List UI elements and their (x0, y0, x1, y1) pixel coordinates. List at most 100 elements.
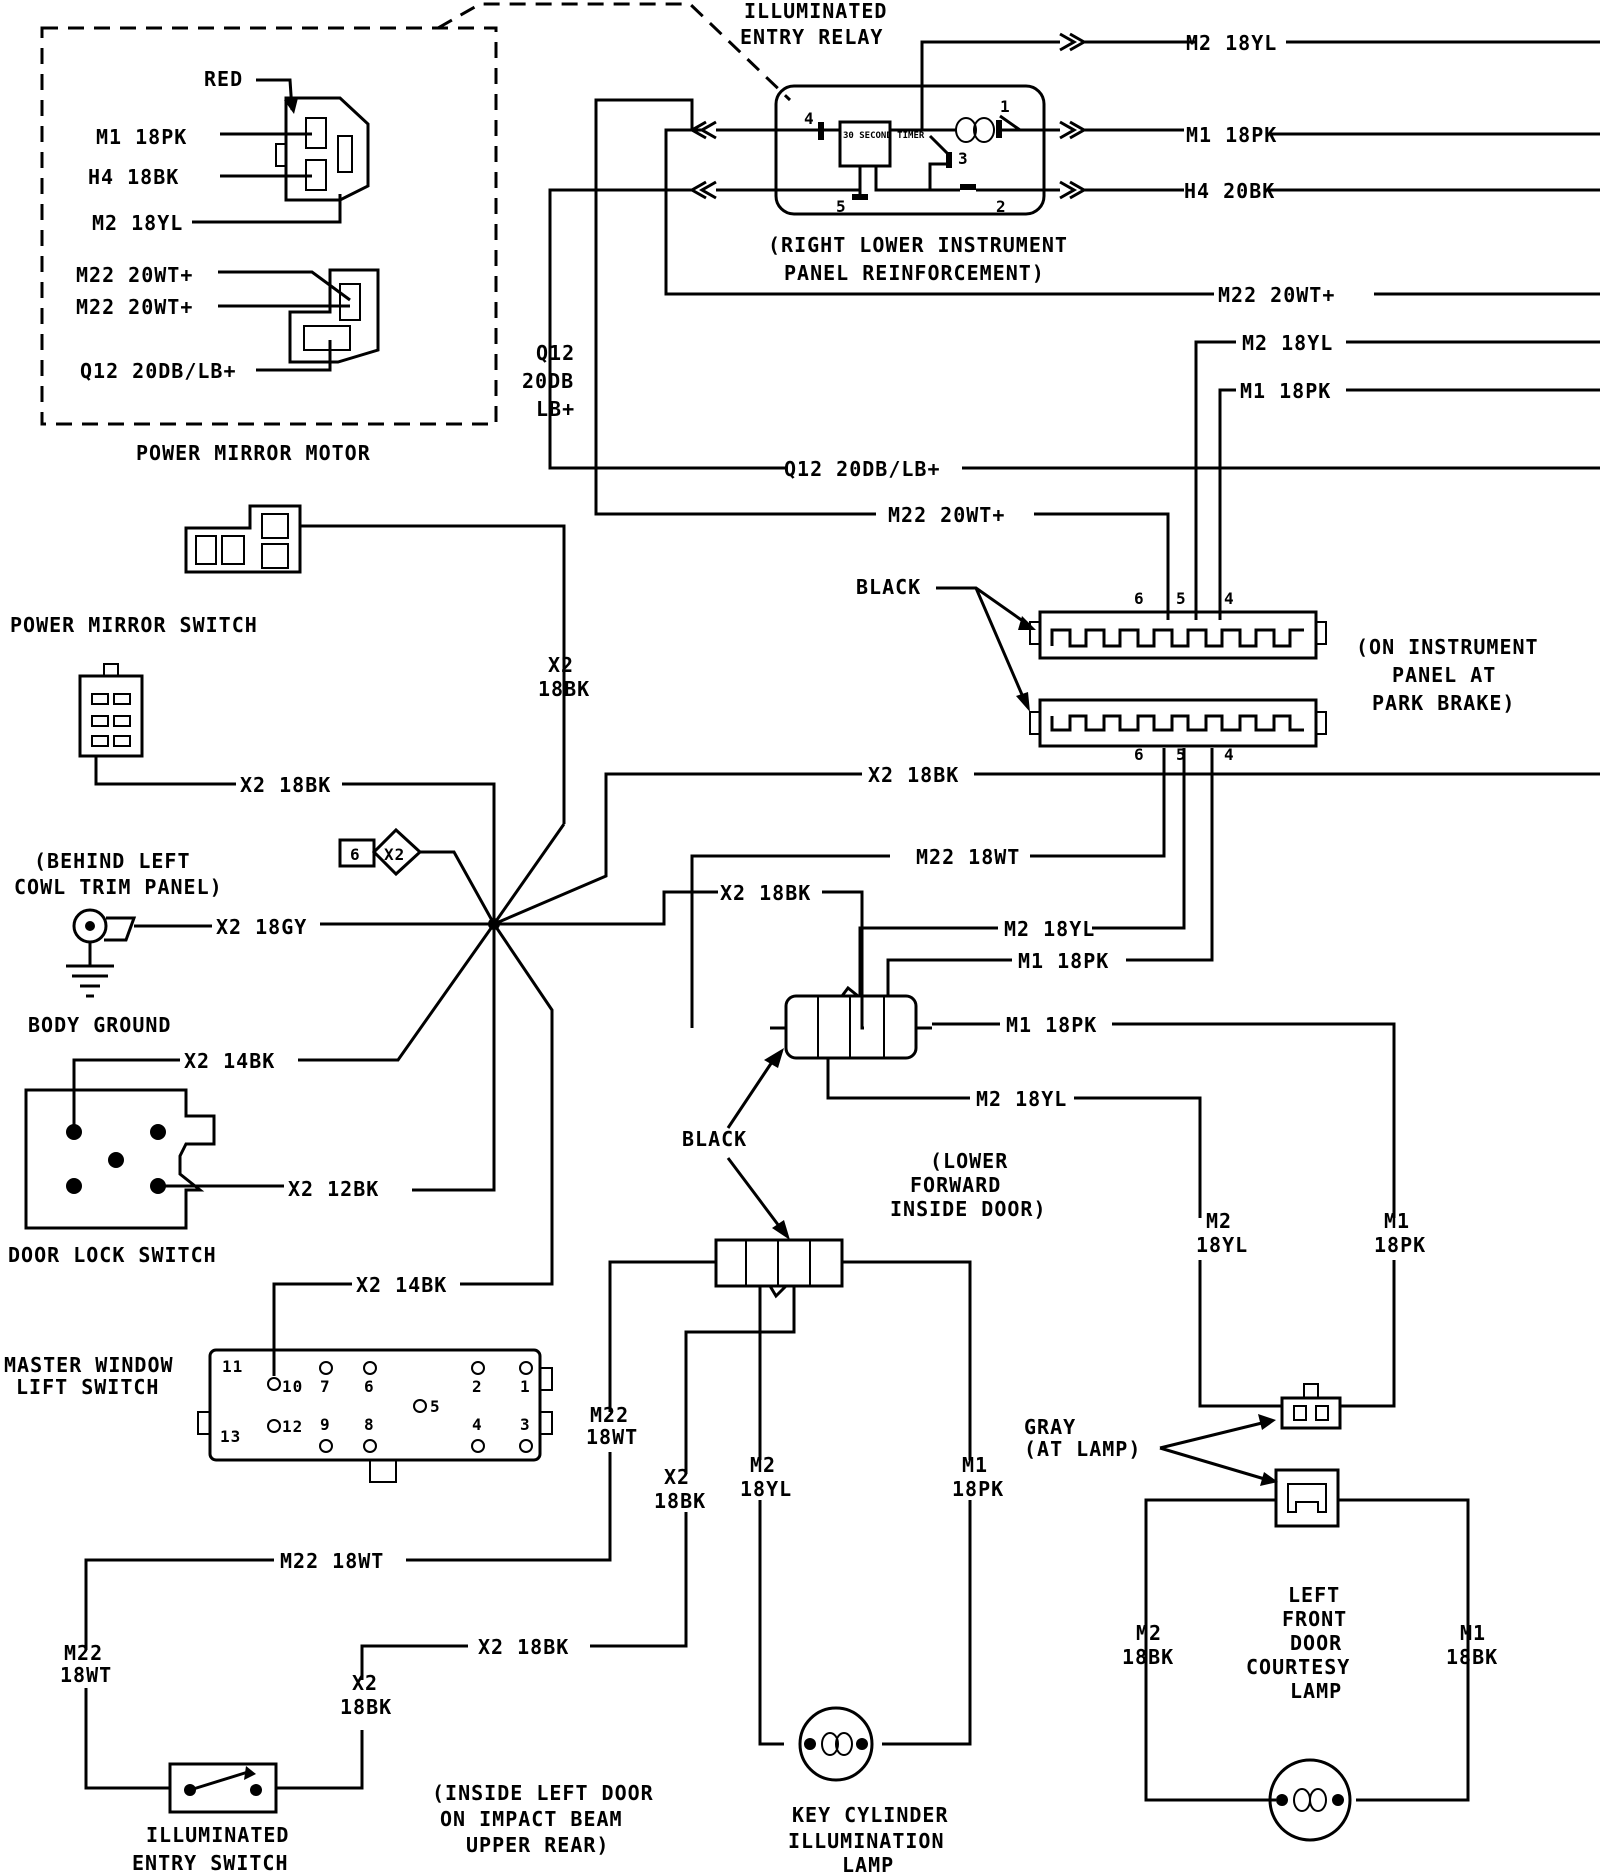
pin-3: 3 (520, 1415, 531, 1434)
wire-m2-vert-lamp-2: 18YL (740, 1477, 792, 1501)
courtesy-lamp-label-1: LEFT (1288, 1583, 1340, 1607)
wire-m1-18pk-door2: M1 18PK (1006, 1013, 1097, 1037)
wire-m2-courtesy-2: 18BK (1122, 1645, 1174, 1669)
illuminated-entry-relay: 30 SECOND TIMER (774, 84, 1046, 216)
wire-m1-18pk-door: M1 18PK (1018, 949, 1109, 973)
ip-location-3: PARK BRAKE) (1372, 691, 1515, 715)
relay-pin-4: 4 (804, 109, 815, 128)
master-window-lift-switch (197, 1282, 553, 1483)
entry-switch-label-2: ENTRY SWITCH (132, 1851, 289, 1875)
wire-m2-18yl-door: M2 18YL (1004, 917, 1095, 941)
wire-m22-18wt-top: M22 18WT (916, 845, 1020, 869)
wire-x2-vert: X2 (664, 1465, 690, 1489)
relay-wiring (548, 32, 1600, 620)
motor-wire-m2: M2 18YL (92, 211, 183, 235)
black-label-ip: BLACK (856, 575, 921, 599)
wire-m2-vert: M2 (1206, 1209, 1232, 1233)
ip-top-pin-4: 4 (1224, 589, 1235, 608)
black-ip-arrow (936, 586, 1031, 705)
wire-m2-18yl-door2: M2 18YL (976, 1087, 1067, 1111)
entry-switch-location-1: (INSIDE LEFT DOOR (432, 1781, 654, 1805)
ip-location-1: (ON INSTRUMENT (1356, 635, 1539, 659)
ip-bottom-pin-4: 4 (1224, 745, 1235, 764)
wire-m2-vert-lamp: M2 (750, 1453, 776, 1477)
wire-x2-18bk-low: X2 18BK (478, 1635, 569, 1659)
entry-switch-wiring (84, 1452, 972, 1790)
wire-x2-18bk-right: X2 18BK (868, 763, 959, 787)
wire-x2-vert-2: 18BK (654, 1489, 706, 1513)
pin-5: 5 (430, 1397, 441, 1416)
gray-connectors (1144, 1260, 1470, 1802)
wire-q12-horiz: Q12 20DB/LB+ (784, 457, 941, 481)
gray-label: GRAY (1024, 1415, 1076, 1439)
splice-number: 6 (350, 845, 361, 864)
ip-top-pin-6: 6 (1134, 589, 1145, 608)
wire-m1-vert: M1 (1384, 1209, 1410, 1233)
wire-x2-right-vert-2: 18BK (340, 1695, 392, 1719)
black-door-arrow (726, 1055, 784, 1231)
wire-m22-18wt-low: M22 18WT (280, 1549, 384, 1573)
ground-location-1: (BEHIND LEFT (34, 849, 191, 873)
key-lamp-label-2: ILLUMINATION (788, 1829, 945, 1853)
pin-13: 13 (220, 1427, 241, 1446)
door-ajar-connector (78, 663, 496, 924)
red-label: RED (204, 67, 243, 91)
pin-9: 9 (320, 1415, 331, 1434)
motor-wire-q12: Q12 20DB/LB+ (80, 359, 237, 383)
pin-12: 12 (282, 1417, 303, 1436)
key-lamp-label-1: KEY CYLINDER (792, 1803, 949, 1827)
ip-top-pin-5: 5 (1176, 589, 1187, 608)
ground-location-2: COWL TRIM PANEL) (14, 875, 223, 899)
wire-q12-vert-3: LB+ (536, 397, 575, 421)
power-mirror-motor (40, 2, 792, 426)
wire-m22-left-vert-2: 18WT (60, 1663, 112, 1687)
gray-sub-label: (AT LAMP) (1024, 1437, 1141, 1461)
wire-x2-18gy: X2 18GY (216, 915, 307, 939)
key-cylinder-lamp (798, 1706, 874, 1782)
ip-bottom-pin-5: 5 (1176, 745, 1187, 764)
master-window-label-2: LIFT SWITCH (16, 1375, 159, 1399)
mirror-motor-label: POWER MIRROR MOTOR (136, 441, 371, 465)
wire-m22-vert-2: 18WT (586, 1425, 638, 1449)
wire-m1-18pk-top: M1 18PK (1186, 123, 1277, 147)
door-connector-lower (608, 1238, 972, 1474)
ip-connector-top (1029, 610, 1327, 660)
entry-switch-label-1: ILLUMINATED (146, 1823, 289, 1847)
relay-location-1: (RIGHT LOWER INSTRUMENT (768, 233, 1068, 257)
wire-m22-left-vert: M22 (64, 1641, 103, 1665)
pin-7: 7 (320, 1377, 331, 1396)
ground-splice (298, 772, 1600, 1286)
courtesy-lamp-label-3: DOOR (1290, 1631, 1342, 1655)
wire-m22-vert: M22 (590, 1403, 629, 1427)
pin-4: 4 (472, 1415, 483, 1434)
power-mirror-switch (184, 504, 566, 824)
pin-10: 10 (282, 1377, 303, 1396)
gray-arrow (1159, 1420, 1269, 1482)
entry-switch-location-2: ON IMPACT BEAM (440, 1807, 623, 1831)
courtesy-lamp-label-4: COURTESY (1246, 1655, 1350, 1679)
ip-connector-bottom (1029, 698, 1327, 748)
door-location-1: (LOWER (930, 1149, 1008, 1173)
relay-pin-2: 2 (996, 197, 1007, 216)
wire-m2-vert-2: 18YL (1196, 1233, 1248, 1257)
relay-title: ILLUMINATED (744, 0, 887, 23)
relay-pin-5: 5 (836, 197, 847, 216)
wire-m22-20wt-top: M22 20WT+ (1218, 283, 1335, 307)
master-window-label-1: MASTER WINDOW (4, 1353, 174, 1377)
relay-pin-1: 1 (1000, 97, 1011, 116)
wire-m2-courtesy-1: M2 (1136, 1621, 1162, 1645)
wire-q12-vert-2: 20DB (522, 369, 574, 393)
black-label-door: BLACK (682, 1127, 747, 1151)
splice-id: X2 (384, 845, 405, 864)
wire-m1-vert-2: 18PK (1374, 1233, 1426, 1257)
entry-switch-location-3: UPPER REAR) (466, 1833, 609, 1857)
courtesy-lamp-label-2: FRONT (1282, 1607, 1347, 1631)
key-lamp-label-3: LAMP (842, 1853, 894, 1876)
wire-q12-vert: Q12 (536, 341, 575, 365)
illuminated-entry-switch (168, 1762, 278, 1814)
courtesy-lamp (1268, 1758, 1352, 1842)
mirror-switch-label: POWER MIRROR SWITCH (10, 613, 258, 637)
door-connector-upper (690, 748, 1396, 1218)
wire-h4-20bk: H4 20BK (1184, 179, 1275, 203)
